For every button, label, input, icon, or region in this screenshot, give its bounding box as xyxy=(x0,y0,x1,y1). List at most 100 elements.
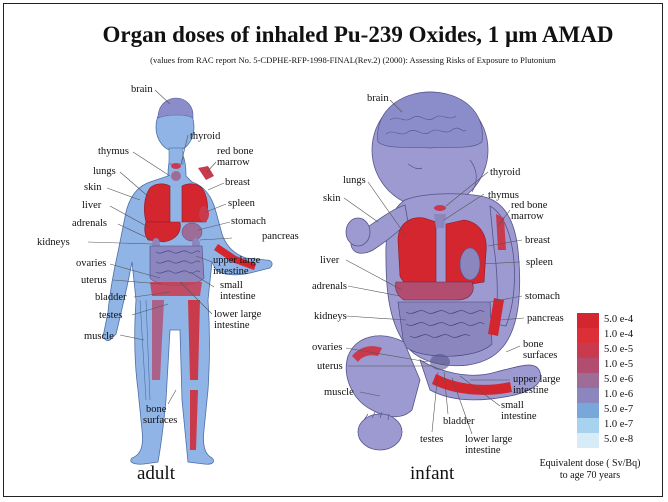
infant-label-upper-large-intestine-1: upper large xyxy=(513,374,560,385)
infant-label-muscle: muscle xyxy=(324,387,354,398)
infant-label-lungs: lungs xyxy=(343,175,366,186)
legend-value: 1.0 e-6 xyxy=(604,389,633,400)
adult-stomach xyxy=(182,223,202,241)
infant-thyroid xyxy=(434,205,446,211)
infant-liver xyxy=(395,282,473,300)
adult-neck xyxy=(169,148,183,164)
adult-thymus xyxy=(171,171,181,181)
infant-caption: infant xyxy=(410,463,454,485)
adult-femur-right xyxy=(188,300,200,380)
adult-label-breast: breast xyxy=(225,177,250,188)
infant-label-lower-large-intestine-1: lower large xyxy=(465,434,512,445)
legend-swatch xyxy=(577,313,599,328)
infant-label-red-bone-marrow-1: red bone xyxy=(511,200,547,211)
legend-value: 1.0 e-5 xyxy=(604,359,633,370)
legend-value: 5.0 e-6 xyxy=(604,374,633,385)
adult-label-small-intestine-1: small xyxy=(220,280,243,291)
infant-lung-left xyxy=(398,218,436,290)
legend-value: 5.0 e-7 xyxy=(604,404,633,415)
legend-item: 5.0 e-4 xyxy=(577,313,649,328)
adult-label-testes: testes xyxy=(99,310,122,321)
adult-label-small-intestine-2: intestine xyxy=(220,291,256,302)
adult-label-lower-large-intestine-2: intestine xyxy=(214,320,250,331)
adult-label-bone-surfaces-1: bone xyxy=(146,404,166,415)
infant-spleen xyxy=(460,248,480,280)
legend-swatch xyxy=(577,358,599,373)
infant-label-bone-surfaces-2: surfaces xyxy=(523,350,557,361)
infant-fist xyxy=(346,218,370,246)
adult-thyroid xyxy=(171,163,181,169)
adult-label-adrenals: adrenals xyxy=(72,218,107,229)
legend-value: 1.0 e-4 xyxy=(604,329,633,340)
adult-label-red-bone-marrow-1: red bone xyxy=(217,146,253,157)
legend-item: 5.0 e-5 xyxy=(577,343,649,358)
infant-label-brain: brain xyxy=(367,93,389,104)
infant-label-stomach: stomach xyxy=(525,291,560,302)
adult-label-upper-large-intestine-2: intestine xyxy=(213,266,249,277)
infant-label-thyroid: thyroid xyxy=(490,167,520,178)
infant-label-uterus: uterus xyxy=(317,361,343,372)
legend-swatch xyxy=(577,328,599,343)
legend-swatch xyxy=(577,388,599,403)
legend-value: 1.0 e-7 xyxy=(604,419,633,430)
infant-label-red-bone-marrow-2: marrow xyxy=(511,211,544,222)
adult-label-stomach: stomach xyxy=(231,216,266,227)
legend-value: 5.0 e-5 xyxy=(604,344,633,355)
adult-label-brain: brain xyxy=(131,84,153,95)
adult-brain xyxy=(158,98,193,118)
adult-label-lungs: lungs xyxy=(93,166,116,177)
adult-label-thyroid: thyroid xyxy=(190,131,220,142)
legend-swatch xyxy=(577,418,599,433)
infant-label-spleen: spleen xyxy=(526,257,553,268)
legend-note-line2: to age 70 years xyxy=(528,470,652,482)
infant-label-small-intestine-2: intestine xyxy=(501,411,537,422)
legend-item: 5.0 e-7 xyxy=(577,403,649,418)
infant-brain xyxy=(378,92,483,148)
adult-caption: adult xyxy=(137,463,175,485)
adult-label-kidneys: kidneys xyxy=(37,237,70,248)
legend-item: 1.0 e-5 xyxy=(577,358,649,373)
infant-label-lower-large-intestine-2: intestine xyxy=(465,445,501,456)
adult-label-muscle: muscle xyxy=(84,331,114,342)
infant-label-breast: breast xyxy=(525,235,550,246)
adult-label-pancreas: pancreas xyxy=(262,231,299,242)
infant-label-testes: testes xyxy=(420,434,443,445)
infant-label-skin: skin xyxy=(323,193,341,204)
legend-value: 5.0 e-4 xyxy=(604,314,633,325)
legend-item: 1.0 e-6 xyxy=(577,388,649,403)
adult-label-skin: skin xyxy=(84,182,102,193)
adult-label-red-bone-marrow-2: marrow xyxy=(217,157,250,168)
legend-swatch xyxy=(577,343,599,358)
infant-figure xyxy=(344,92,541,450)
infant-label-bone-surfaces-1: bone xyxy=(523,339,543,350)
adult-label-lower-large-intestine-1: lower large xyxy=(214,309,261,320)
legend-note: Equivalent dose ( Sv/Bq) to age 70 years xyxy=(528,458,652,482)
adult-label-bone-surfaces-2: surfaces xyxy=(143,415,177,426)
infant-intestine xyxy=(398,302,492,356)
adult-marrow-shoulder xyxy=(198,166,214,180)
legend-swatch xyxy=(577,433,599,448)
infant-label-upper-large-intestine-2: intestine xyxy=(513,385,549,396)
infant-label-liver: liver xyxy=(320,255,339,266)
legend-item: 1.0 e-7 xyxy=(577,418,649,433)
adult-label-spleen: spleen xyxy=(228,198,255,209)
adult-intestine xyxy=(150,246,204,286)
infant-pelvis xyxy=(430,354,450,370)
infant-label-adrenals: adrenals xyxy=(312,281,347,292)
adult-label-thymus: thymus xyxy=(98,146,129,157)
legend-item: 1.0 e-4 xyxy=(577,328,649,343)
adult-label-upper-large-intestine-1: upper large xyxy=(213,255,260,266)
legend-item: 5.0 e-6 xyxy=(577,373,649,388)
adult-label-uterus: uterus xyxy=(81,275,107,286)
adult-label-ovaries: ovaries xyxy=(76,258,106,269)
legend-swatch xyxy=(577,373,599,388)
adult-label-bladder: bladder xyxy=(95,292,127,303)
legend-value: 5.0 e-8 xyxy=(604,434,633,445)
legend-note-line1: Equivalent dose ( Sv/Bq) xyxy=(528,458,652,470)
infant-label-small-intestine-1: small xyxy=(501,400,524,411)
infant-label-bladder: bladder xyxy=(443,416,475,427)
legend-swatch xyxy=(577,403,599,418)
adult-label-liver: liver xyxy=(82,200,101,211)
infant-label-ovaries: ovaries xyxy=(312,342,342,353)
